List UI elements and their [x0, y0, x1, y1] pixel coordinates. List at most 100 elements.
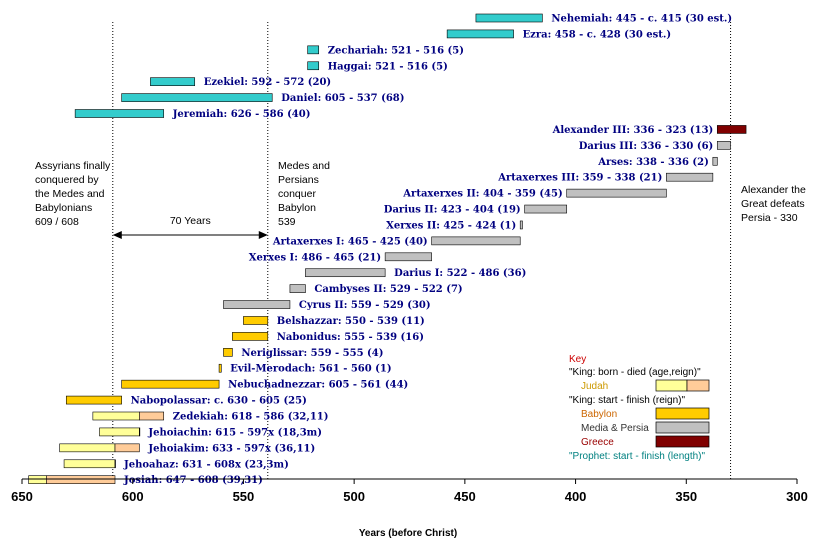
timeline-bar: [716, 125, 747, 134]
annotation-medes-line: conquer: [278, 188, 316, 200]
timeline-bar-label: Daniel: 605 - 537 (68): [281, 93, 404, 104]
timeline-bar: [305, 268, 386, 278]
annotation-medes-line: Medes and: [278, 160, 330, 172]
timeline-bar-label: Jeremiah: 626 - 586 (40): [172, 109, 311, 120]
span-label: 70 Years: [170, 215, 211, 227]
timeline-bar-reign: [139, 427, 141, 437]
x-tick-label: 600: [122, 489, 144, 504]
timeline-bar: [218, 363, 222, 373]
legend: Key "King: born - died (age,reign)" Juda…: [569, 354, 710, 462]
timeline-bar: [121, 379, 220, 389]
timeline-bar-life: [99, 427, 140, 437]
timeline-bar-label: Nebuchadnezzar: 605 - 561 (44): [228, 380, 408, 391]
timeline-bar-reign: [139, 411, 165, 421]
timeline-bar: [232, 332, 269, 341]
x-tick-label: 350: [675, 489, 697, 504]
legend-king-start-finish: "King: start - finish (reign)": [569, 395, 685, 406]
timeline-bar: [666, 172, 714, 182]
timeline-bar-life: [59, 443, 116, 453]
annotation-medes-line: 539: [278, 216, 296, 228]
annotation-assyrians-line: Assyrians finally: [35, 160, 111, 172]
timeline-bar-label: Jehoiakim: 633 - 597x (36,11): [147, 443, 315, 454]
timeline-bar: [74, 109, 165, 118]
timeline-bar-label: Haggai: 521 - 516 (5): [328, 61, 448, 72]
timeline-bar-label: Xerxes II: 425 - 424 (1): [386, 220, 516, 231]
timeline-bar-label: Arses: 338 - 336 (2): [597, 157, 709, 168]
legend-judah-life-swatch: [655, 379, 688, 392]
timeline-bar: [121, 93, 273, 102]
annotation-assyrians-line: conquered by: [35, 174, 99, 186]
legend-persia-swatch: [655, 421, 710, 434]
timeline-bar: [307, 61, 320, 71]
annotation-assyrians-line: the Medes and: [35, 188, 105, 200]
timeline-bar: [519, 220, 523, 230]
legend-title: Key: [569, 354, 586, 365]
timeline-bar: [223, 348, 233, 357]
annotation-assyrians: Assyrians finally conquered by the Medes…: [35, 160, 113, 228]
x-tick-label: 300: [786, 489, 808, 504]
timeline-bar: [384, 252, 432, 262]
x-tick-label: 400: [565, 489, 587, 504]
timeline-bar-label: Darius I: 522 - 486 (36): [394, 268, 526, 279]
legend-prophet: "Prophet: start - finish (length)": [569, 451, 705, 462]
legend-judah-label: Judah: [581, 381, 608, 392]
timeline-bar: [566, 188, 667, 198]
timeline-bar-label: Evil-Merodach: 561 - 560 (1): [230, 364, 391, 375]
legend-persia-label: Media & Persia: [581, 423, 649, 434]
timeline-bar-reign: [46, 475, 116, 484]
timeline-bar-label: Jehoiachin: 615 - 597x (18,3m): [147, 427, 322, 438]
annotation-medes: Medes and Persians conquer Babylon 539: [278, 160, 333, 228]
span-arrow-head-left: [112, 231, 122, 239]
annotation-alexander-line: Persia - 330: [741, 212, 798, 224]
timeline-bar-label: Artaxerxes II: 404 - 359 (45): [402, 189, 562, 200]
timeline-bar: [150, 77, 196, 86]
timeline-bar-label: Zechariah: 521 - 516 (5): [328, 45, 464, 56]
timeline-bar-life: [63, 459, 116, 469]
annotation-alexander-line: Alexander the: [741, 184, 806, 196]
timeline-bar-reign: [114, 459, 116, 469]
timeline-bar-label: Cambyses II: 529 - 522 (7): [314, 284, 462, 295]
timeline-bar-label: Neriglissar: 559 - 555 (4): [241, 348, 383, 359]
timeline-bar-label: Artaxerxes III: 359 - 338 (21): [497, 173, 662, 184]
timeline-bar-life: [92, 411, 140, 421]
timeline-bar: [524, 204, 568, 214]
annotation-alexander-line: Great defeats: [741, 198, 805, 210]
timeline-bar-label: Artaxerxes I: 465 - 425 (40): [272, 236, 428, 247]
annotation-assyrians-line: 609 / 608: [35, 216, 79, 228]
x-tick-label: 500: [343, 489, 365, 504]
timeline-bar: [431, 236, 521, 246]
annotation-medes-line: Persians: [278, 174, 319, 186]
legend-greece-label: Greece: [581, 437, 614, 448]
timeline-bar: [243, 316, 269, 325]
timeline-bar: [446, 29, 514, 39]
legend-greece-swatch: [655, 435, 710, 448]
timeline-bar-reign: [114, 443, 140, 453]
reference-lines: [112, 22, 732, 479]
legend-king-born-died: "King: born - died (age,reign)": [569, 367, 701, 378]
timeline-bar: [712, 156, 718, 166]
x-tick-label: 550: [233, 489, 255, 504]
timeline-bar-label: Josiah: 647 - 608 (39,31): [123, 475, 263, 486]
x-tick-label: 450: [454, 489, 476, 504]
timeline-bar-life: [28, 475, 47, 484]
annotation-alexander: Alexander the Great defeats Persia - 330: [741, 184, 809, 224]
timeline-bar-label: Zedekiah: 618 - 586 (32,11): [173, 412, 329, 423]
timeline-bar-label: Alexander III: 336 - 323 (13): [552, 125, 714, 136]
timeline-bar-label: Nabopolassar: c. 630 - 605 (25): [131, 396, 307, 407]
timeline-bar-label: Jehoahaz: 631 - 608x (23,3m): [123, 459, 289, 470]
x-axis: 650 600 550 500 450 400 350 300: [11, 478, 808, 504]
legend-babylon-swatch: [655, 407, 710, 420]
annotation-assyrians-line: Babylonians: [35, 202, 92, 214]
timeline-bar: [223, 300, 291, 309]
x-axis-title: Years (before Christ): [359, 528, 457, 539]
timeline-bar: [289, 284, 306, 293]
timeline-bar-label: Xerxes I: 486 - 465 (21): [249, 252, 381, 263]
timeline-bar-labels: Nehemiah: 445 - c. 415 (30 est.) Ezra: 45…: [123, 14, 732, 487]
x-tick-label: 650: [11, 489, 33, 504]
timeline-bar-label: Ezra: 458 - c. 428 (30 est.): [523, 29, 672, 40]
timeline-bar-label: Nabonidus: 555 - 539 (16): [277, 332, 424, 343]
timeline-bar-label: Nehemiah: 445 - c. 415 (30 est.): [551, 14, 732, 25]
timeline-bar-label: Darius II: 423 - 404 (19): [384, 205, 521, 216]
timeline-bar: [307, 45, 320, 55]
